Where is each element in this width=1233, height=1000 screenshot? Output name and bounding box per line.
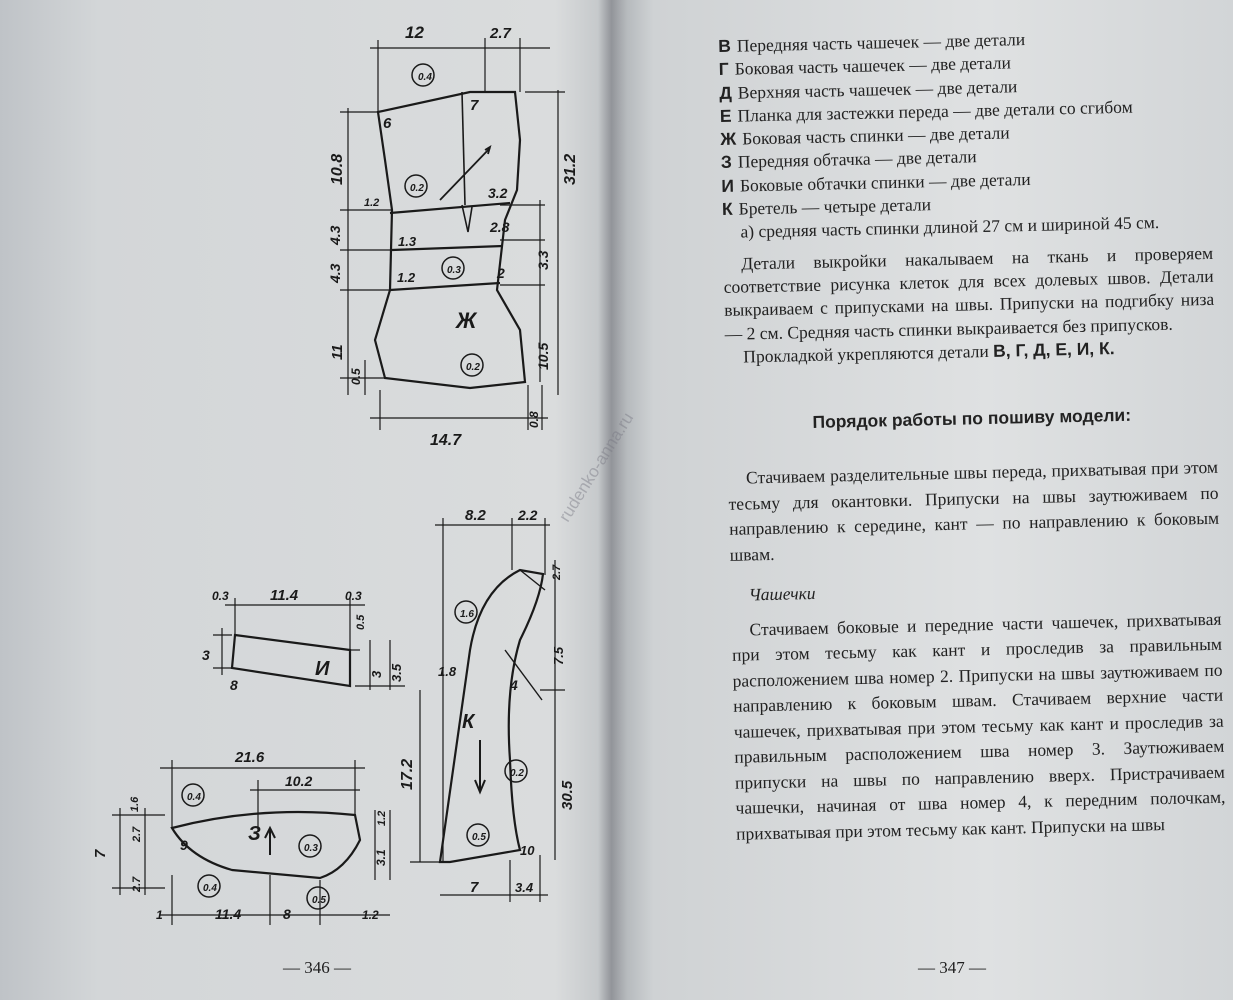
pattern-k [410,518,565,902]
dim-label: 17.2 [399,759,416,790]
dim-label: 3 [369,670,384,678]
dim-label: 14.7 [430,432,462,449]
dim-label: 10.8 [329,154,346,185]
pattern-z [112,760,391,925]
seam-allowance: 0.2 [410,183,424,194]
dim-label: 4.3 [327,263,343,284]
dim-label: 11.4 [215,906,241,922]
dim-label: 10.2 [285,773,312,789]
seam-mark: 8 [230,677,238,693]
dim-label: 1.3 [398,234,417,249]
seam-allowance: 0.4 [418,72,432,83]
dim-label: 2.7 [551,564,563,581]
seam-mark: 10 [520,843,535,858]
dim-label: 7 [470,879,479,896]
dim-label: 2.8 [489,219,510,235]
dim-label: 3.2 [488,185,508,201]
dim-label: 2.7 [131,826,143,843]
seam-allowance: 0.2 [510,768,524,779]
seam-mark: 6 [383,115,392,132]
dim-label: 3.1 [374,849,388,866]
dim-label: 2.2 [517,507,538,523]
dim-label: 0.3 [212,589,229,603]
dim-label: 0.5 [349,368,363,385]
dim-label: 8.2 [465,507,487,524]
dim-label: 11.4 [270,587,299,604]
pattern-drawings: 12 2.7 10.8 4.3 4.3 11 0.5 31.2 3.2 2.8 … [92,23,579,925]
dim-label: 1 [156,908,163,922]
dim-label: 2.7 [489,25,512,42]
dim-label: 10.5 [535,343,551,370]
seam-allowance: 0.5 [312,895,326,906]
dim-label: 1.8 [438,664,457,679]
dim-label: 2.7 [131,876,143,893]
left-page: 12 2.7 10.8 4.3 4.3 11 0.5 31.2 3.2 2.8 … [0,0,612,1000]
seam-allowance: 0.4 [187,792,201,803]
dim-label: 3.5 [389,663,404,682]
dim-label: 1.2 [376,811,388,826]
dim-label: 1.2 [364,197,379,209]
book-gutter [598,0,628,1000]
dim-label: 0.5 [355,614,367,630]
seam-allowance: 0.5 [472,832,486,843]
section-heading: Порядок работы по пошиву модели: [812,404,1132,433]
dim-label: 31.2 [562,154,579,185]
dim-label: 2 [496,265,505,281]
dim-label: 7.5 [551,646,566,665]
pattern-letter-z: З [248,823,261,845]
seam-mark: 4 [509,677,518,693]
dim-label: 7 [92,849,109,858]
subheading-cups: Чашечки [748,583,816,605]
pattern-letter-zh: Ж [455,308,478,333]
dim-label: 11 [329,344,346,360]
pattern-letter-i: И [315,658,330,680]
pattern-zh [340,38,565,430]
dim-label: 3.4 [515,880,534,895]
seam-mark: 7 [470,97,479,114]
page-number-left: — 346 — [283,958,351,977]
pattern-letter-k: К [462,711,476,733]
dim-label: 12 [405,23,424,42]
dim-label: 1.6 [129,796,141,812]
dim-label: 0.3 [345,589,362,603]
pattern-i [213,598,405,690]
dim-label: 30.5 [559,780,576,810]
page-number-right: — 347 — [918,958,986,977]
dim-label: 1.2 [362,908,379,922]
paragraph-front-seams: Стачиваем разделительные швы переда, при… [728,457,1220,565]
dim-label: 1.2 [397,270,416,285]
seam-allowance: 0.2 [466,362,480,373]
dim-label: 0.8 [527,411,541,428]
seam-allowance: 1.6 [460,609,474,620]
dim-label: 4.3 [327,225,343,246]
seam-allowance: 0.3 [447,265,461,276]
dim-label: 8 [283,906,291,922]
seam-allowance: 0.4 [203,883,217,894]
paragraph-cups: Стачиваем боковые и передние части чашеч… [731,608,1226,844]
seam-mark: 9 [180,837,188,853]
paragraph-cutting: Детали выкройки накалываем на ткань и пр… [723,242,1215,344]
dim-label: 3.3 [535,250,551,270]
dim-label: 21.6 [234,749,265,766]
seam-allowance: 0.3 [304,843,318,854]
dim-label: 3 [202,647,210,663]
